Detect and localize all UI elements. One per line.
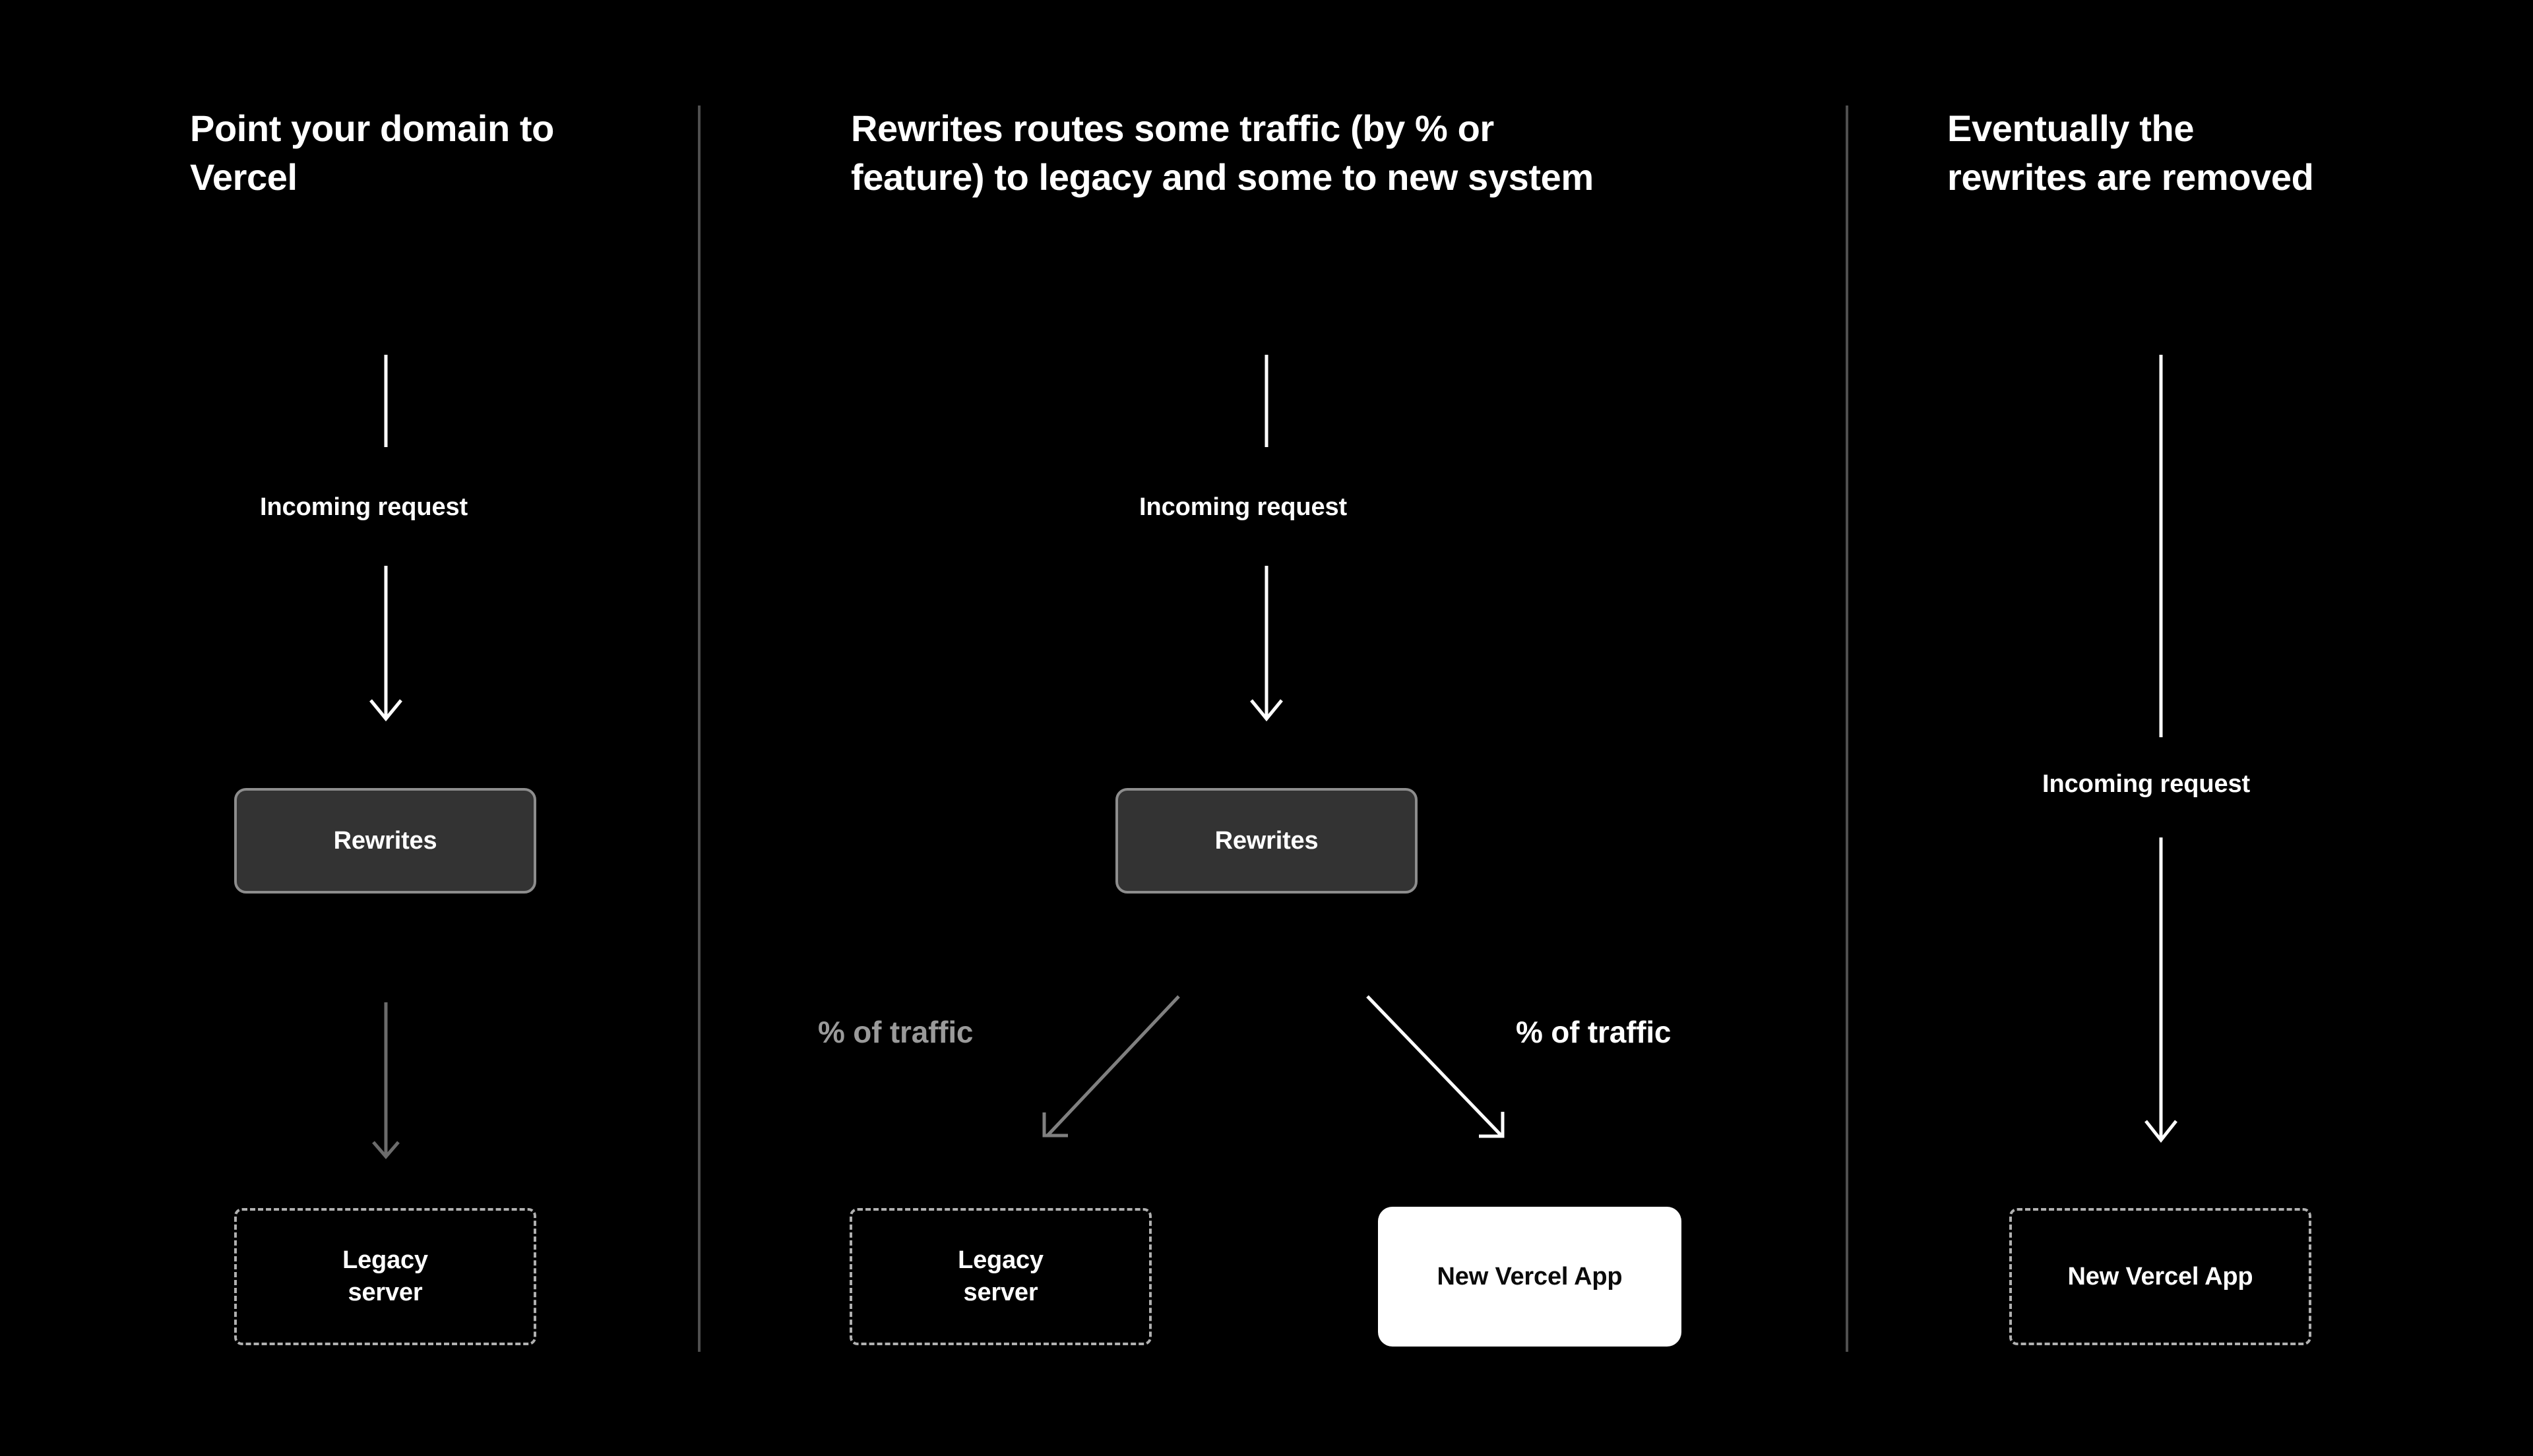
col3-new-vercel-app-node[interactable]: New Vercel App: [2009, 1208, 2311, 1345]
col1-rewrites-label: Rewrites: [333, 826, 437, 855]
col1-legacy-server-label: Legacy server: [342, 1246, 428, 1306]
col1-incoming-request-label: Incoming request: [260, 493, 468, 521]
col1-arrow-to-legacy: [372, 1002, 400, 1159]
column-3-heading: Eventually the rewrites are removed: [1947, 107, 2314, 198]
col2-legacy-server-label: Legacy server: [958, 1246, 1044, 1306]
col2-traffic-label-legacy: % of traffic: [818, 1015, 974, 1049]
col2-arrow-to-legacy: [1042, 995, 1180, 1138]
col1-legacy-server-node[interactable]: Legacy server: [234, 1208, 536, 1345]
col2-arrow-to-rewrites: [1250, 566, 1283, 721]
col2-incoming-request-label: Incoming request: [1139, 493, 1348, 521]
column-divider-2: [1846, 106, 1848, 1352]
col2-rewrites-node[interactable]: Rewrites: [1115, 788, 1418, 894]
col1-arrow-to-rewrites: [369, 566, 402, 721]
column-2-heading: Rewrites routes some traffic (by % or fe…: [851, 107, 1594, 198]
col2-arrow-to-new-app: [1366, 995, 1505, 1138]
col3-new-vercel-app-label: New Vercel App: [2067, 1262, 2253, 1290]
column-1-heading: Point your domain to Vercel: [190, 107, 554, 198]
col2-new-vercel-app-node[interactable]: New Vercel App: [1378, 1207, 1681, 1347]
column-divider-1: [698, 106, 701, 1352]
col2-rewrites-label: Rewrites: [1214, 826, 1319, 855]
col2-traffic-label-new: % of traffic: [1516, 1015, 1672, 1049]
col3-incoming-request-label: Incoming request: [2042, 770, 2251, 798]
col2-legacy-server-node[interactable]: Legacy server: [850, 1208, 1152, 1345]
col3-arrow-to-new-app: [2144, 837, 2177, 1143]
col2-new-vercel-app-label: New Vercel App: [1437, 1262, 1623, 1290]
col1-rewrites-node[interactable]: Rewrites: [234, 788, 536, 894]
